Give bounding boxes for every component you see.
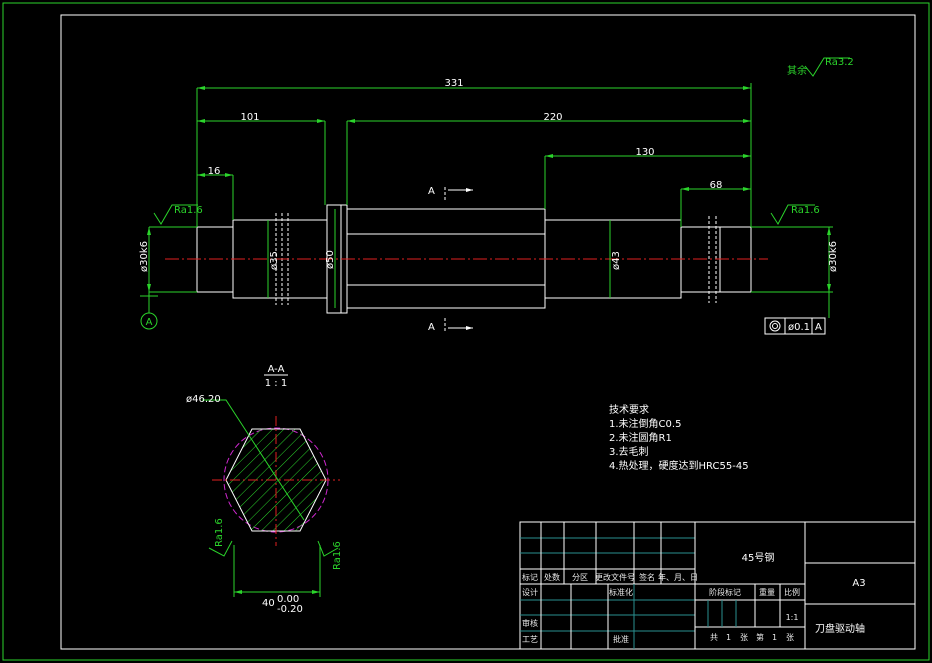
dim-left-section: 101: [240, 112, 259, 123]
tb-change-doc: 更改文件号: [595, 572, 635, 582]
tb-approve: 批准: [613, 634, 629, 644]
tech-requirement-4: 4.热处理，硬度达到HRC55-45: [609, 459, 749, 472]
paper-size: A3: [852, 578, 865, 589]
tolerance-value: ø0.1: [788, 322, 810, 333]
dim-shaft-left-dia: ø30k6: [139, 241, 150, 272]
section-tol-lower: -0.20: [277, 604, 303, 615]
material: 45号钢: [742, 551, 775, 564]
roughness-rest-label: 其余: [787, 64, 807, 77]
tolerance-datum: A: [815, 322, 822, 333]
tb-ratio: 比例: [784, 587, 800, 597]
tb-process: 工艺: [522, 635, 538, 644]
dim-dia-43: ø43: [611, 251, 622, 270]
roughness-left: Ra1.6: [174, 205, 203, 216]
tb-total-value: 1: [726, 633, 731, 642]
section-dimension-arrows: [234, 590, 320, 594]
section-tol-upper: 0.00: [277, 594, 299, 605]
datum-label: A: [146, 317, 153, 328]
tech-requirement-1: 1.未注倒角C0.5: [609, 417, 681, 430]
dim-shaft-right-dia: ø30k6: [828, 241, 839, 272]
dimension-arrows: [147, 86, 831, 292]
dim-middle-section: 220: [543, 112, 562, 123]
tolerance-frame: [764, 292, 830, 335]
tb-design: 设计: [522, 587, 538, 597]
dim-dia-35: ø35: [269, 251, 280, 270]
dim-right-end: 68: [710, 180, 723, 191]
tb-stage-mark: 阶段标记: [709, 587, 741, 597]
tb-total-suffix: 张: [740, 633, 748, 642]
part-name: 刀盘驱动轴: [815, 622, 865, 635]
dim-right-section: 130: [635, 147, 654, 158]
tech-requirement-3: 3.去毛刺: [609, 446, 649, 458]
tb-total-prefix: 共: [710, 633, 718, 642]
section-scale: 1 : 1: [265, 378, 287, 389]
tb-sign: 签名: [639, 572, 655, 582]
roughness-rest-value: Ra3.2: [825, 57, 854, 68]
tb-count: 处数: [544, 572, 560, 582]
datum-circle: [140, 312, 158, 330]
dimension-lines: [140, 83, 833, 313]
tb-date: 年、月、日: [658, 572, 698, 582]
tb-zone: 分区: [572, 573, 588, 582]
section-roughness-right: Ra1.6: [332, 541, 343, 570]
tb-weight: 重量: [759, 587, 775, 597]
concentricity-icon: [769, 320, 781, 332]
tech-requirements-heading: 技术要求: [609, 403, 649, 416]
tb-review: 审核: [522, 618, 538, 628]
title-block: [519, 521, 916, 650]
tb-sheet-value: 1: [772, 633, 777, 642]
dim-dia-50: ø50: [325, 250, 336, 269]
scale-value: 1:1: [786, 613, 799, 622]
tb-sheet-prefix: 第: [756, 632, 764, 642]
tech-requirement-2: 2.未注圆角R1: [609, 431, 672, 444]
section-marker-bottom: A: [428, 322, 435, 333]
section-dimension-lines: [202, 399, 339, 597]
dim-overall: 331: [444, 78, 463, 89]
tb-standardize: 标准化: [609, 587, 633, 597]
section-title: A-A: [268, 364, 285, 375]
section-cut-markers: [444, 187, 473, 333]
roughness-right: Ra1.6: [791, 205, 820, 216]
roughness-symbols: [153, 57, 850, 225]
section-profile: [212, 416, 340, 546]
section-marker-top: A: [428, 186, 435, 197]
tb-mark: 标记: [522, 572, 538, 582]
section-roughness-left: Ra1.6: [214, 518, 225, 547]
dim-left-end: 16: [208, 166, 221, 177]
section-diameter: ø46.20: [186, 394, 221, 405]
tb-sheet-suffix: 张: [786, 633, 794, 642]
section-width: 40: [262, 598, 275, 609]
inner-border: [60, 14, 916, 650]
